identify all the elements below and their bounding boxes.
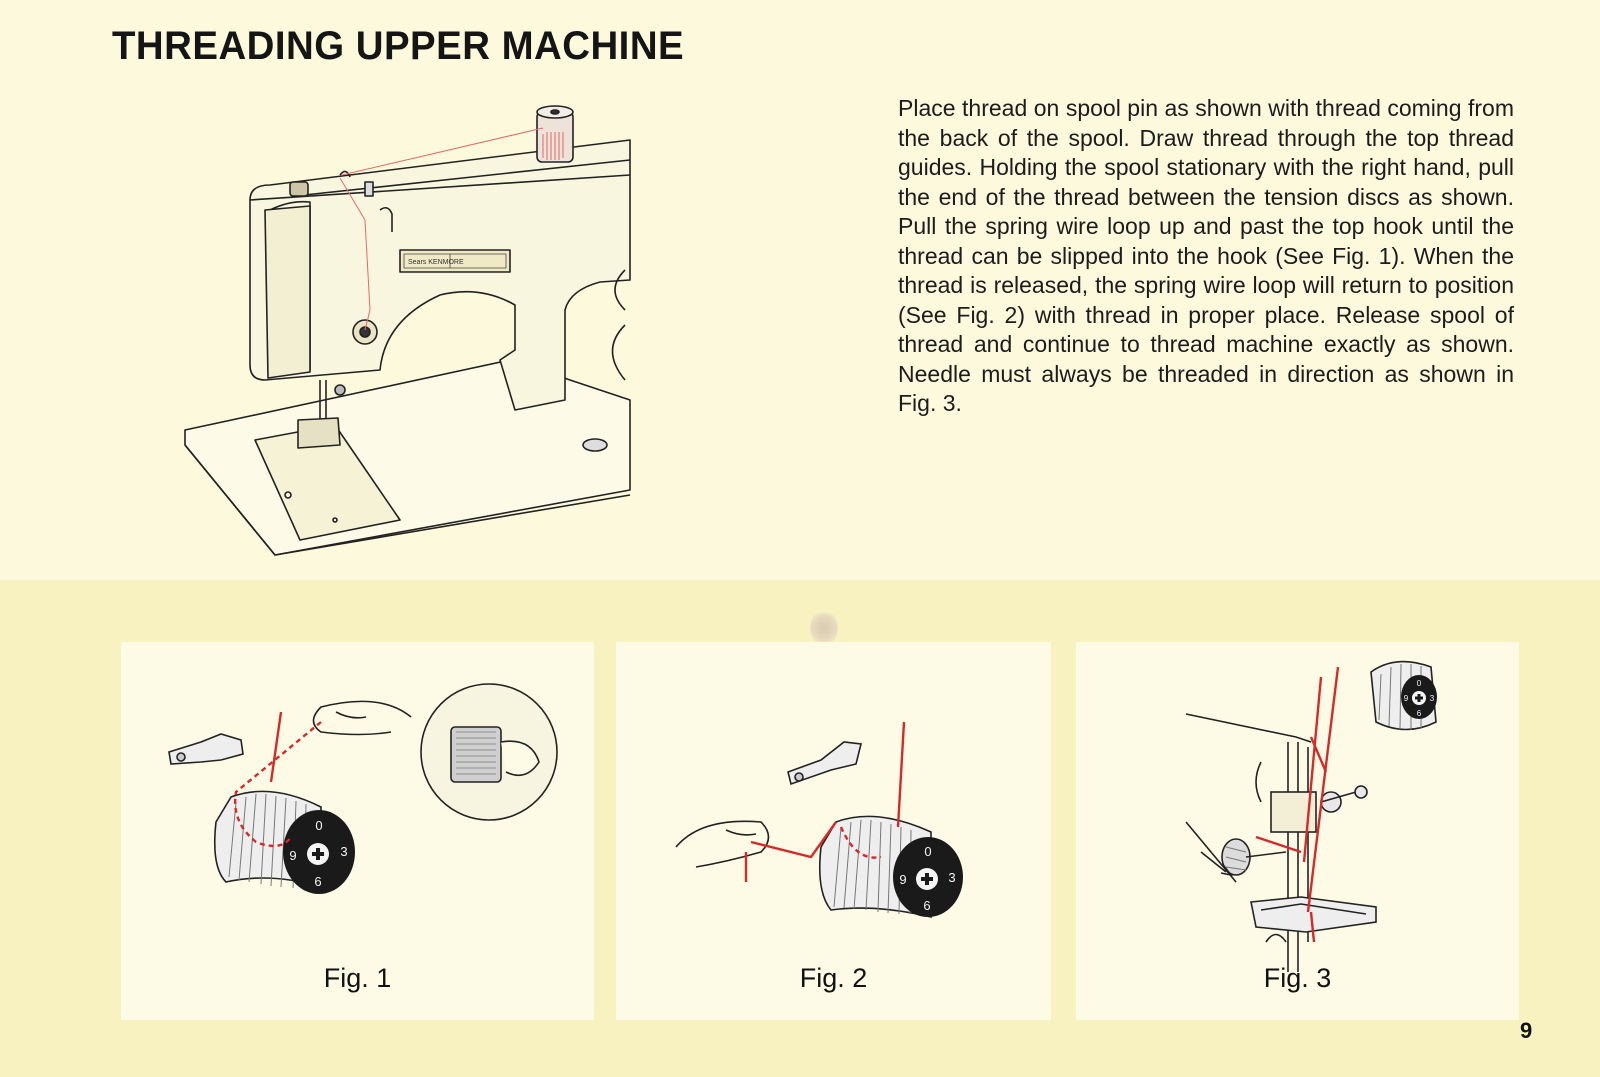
fig1-dial-9: 9 xyxy=(289,848,296,863)
fig3-dial-3: 3 xyxy=(1430,694,1435,703)
page-title: THREADING UPPER MACHINE xyxy=(112,24,685,68)
page-number: 9 xyxy=(1520,1018,1533,1043)
fig2-dial-9: 9 xyxy=(899,872,906,887)
figure-2-panel: 0 3 6 9 Fig. 2 xyxy=(616,642,1051,1020)
fig1-dial-0: 0 xyxy=(315,818,322,833)
fig3-dial-6: 6 xyxy=(1417,709,1422,718)
figure-1-caption: Fig. 1 xyxy=(323,963,392,993)
figure-1-illustration: 0 3 6 9 xyxy=(168,683,558,894)
brand-plate-text: Sears KENMORE xyxy=(408,259,464,266)
figure-2-caption: Fig. 2 xyxy=(799,963,868,993)
fig2-dial-6: 6 xyxy=(923,898,930,913)
fig2-dial-3: 3 xyxy=(948,870,955,885)
fig2-dial-0: 0 xyxy=(924,844,931,859)
paper-smudge xyxy=(810,610,838,646)
fig1-dial-3: 3 xyxy=(340,844,347,859)
figure-3-illustration: 0 3 6 9 xyxy=(1185,660,1437,972)
fig3-dial-9: 9 xyxy=(1404,694,1409,703)
fig3-dial-0: 0 xyxy=(1417,679,1422,688)
sewing-machine-illustration: Sears KENMORE xyxy=(184,105,631,556)
figure-3-panel: 0 3 6 9 Fig. 3 xyxy=(1076,642,1519,1020)
threading-instructions: Place thread on spool pin as shown with … xyxy=(898,95,1514,416)
figure-2-illustration: 0 3 6 9 xyxy=(675,721,963,919)
fig1-dial-6: 6 xyxy=(314,874,321,889)
figure-3-caption: Fig. 3 xyxy=(1263,963,1332,993)
figure-1-panel: 0 3 6 9 Fig. 1 xyxy=(121,642,594,1020)
